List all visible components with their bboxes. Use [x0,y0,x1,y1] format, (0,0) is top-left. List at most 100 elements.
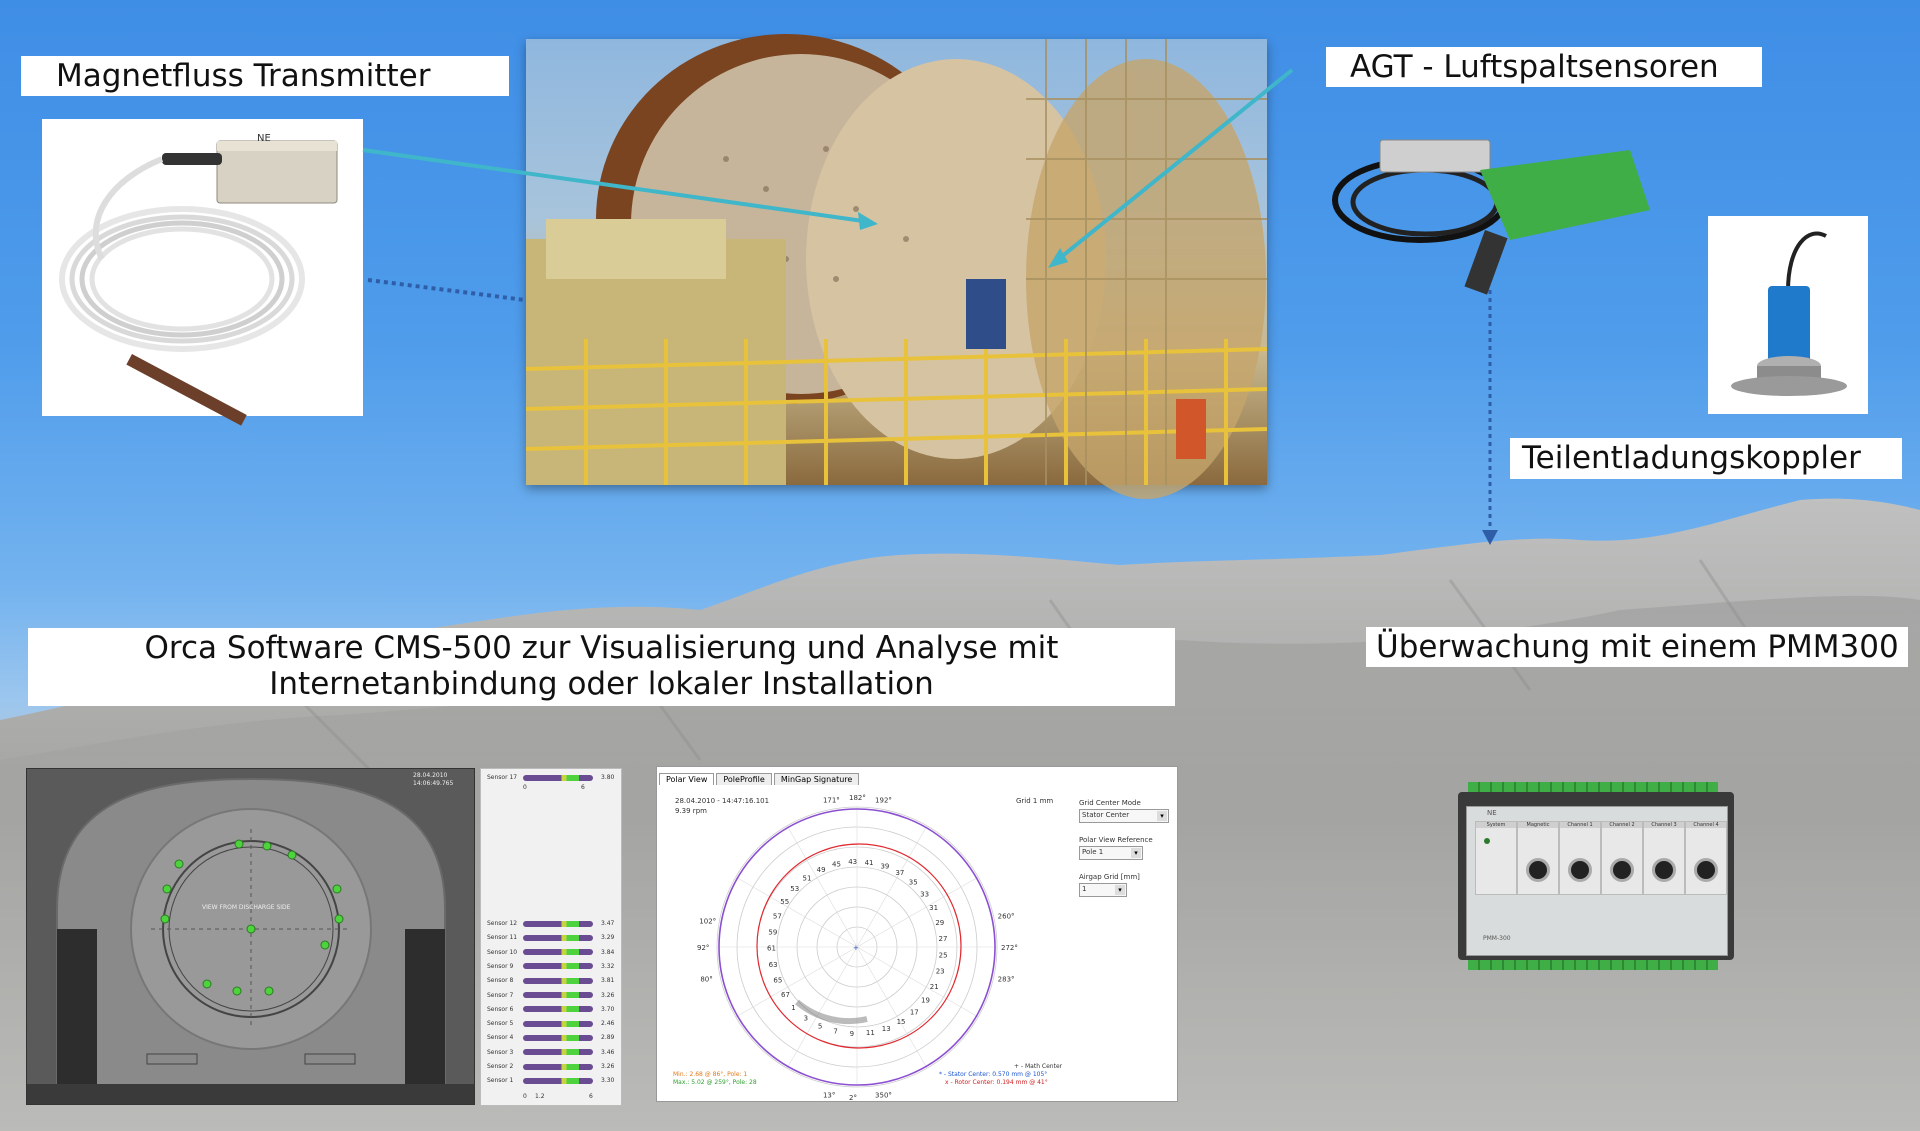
channel-label: Channel 2 [1602,822,1642,828]
sensor-value: 3.47 [601,920,615,927]
airgap-grid-label: Airgap Grid [mm] [1079,873,1140,881]
coupler-illustration [1731,231,1847,396]
polar-grid: Grid 1 mm [1016,797,1054,805]
bnc-connector-icon [1610,858,1634,882]
channel-label: Magnetic [1518,822,1558,828]
legend-math-center: + - Math Center [1014,1063,1063,1070]
grid-spoke [856,876,979,948]
polar-date: 28.04.2010 - 14:47:16.101 [675,797,770,805]
sensor-value: 3.26 [601,1063,615,1070]
sensor-bar [523,1006,593,1013]
grid-spoke [856,946,979,1018]
pole-number: 5 [818,1023,822,1031]
grid-center-mode-label: Grid Center Mode [1079,799,1141,807]
pole-number: 7 [833,1028,837,1036]
orca-line-1: Orca Software CMS-500 zur Visualisierung… [144,630,1059,666]
sensor-label: Sensor 7 [487,991,514,999]
chevron-down-icon: ▾ [1115,885,1125,895]
pole-number: 43 [848,858,857,866]
grid-center-mode-select[interactable]: Stator Center ▾ [1079,809,1169,823]
rotor-drawing [27,777,474,1104]
angle-label: 13° [823,1092,835,1100]
bottom-scale-1: 1.2 [535,1093,545,1100]
sensor-bar [523,920,593,927]
tab-pole-profile[interactable]: PoleProfile [716,773,772,785]
terminal-strip-top [1468,782,1718,792]
grinding-mill-photo [525,34,1268,499]
max-text: Max.: 5.02 @ 259°, Pole: 28 [673,1079,757,1086]
sensor-bar [523,992,593,998]
orca-software-label: Orca Software CMS-500 zur Visualisierung… [28,628,1175,706]
sensor-row: Sensor 5 2.46 [487,1019,614,1028]
channel-label: Channel 3 [1644,822,1684,828]
bnc-connector-icon [1694,858,1718,882]
pole-number: 23 [936,968,945,976]
pole-number: 35 [909,879,918,887]
grid-spoke [856,825,928,948]
sensor-label: Sensor 12 [487,920,518,927]
sensor-label: Sensor 6 [487,1005,514,1013]
sensor-bar [523,1020,593,1027]
grid-spoke [786,825,858,948]
chevron-down-icon: ▾ [1131,848,1141,858]
polar-ref-select[interactable]: Pole 1 ▾ [1079,846,1143,860]
pole-number: 49 [817,866,826,874]
angle-label: 272° [1001,944,1018,952]
legend-rotor-center: x - Rotor Center: 0.194 mm @ 41° [945,1079,1048,1086]
ueberwachung-pmm300-label: Überwachung mit einem PMM300 [1366,627,1908,667]
polar-ref-label: Polar View Reference [1079,836,1153,844]
sensor-value: 3.29 [601,934,615,942]
airgap-grid-select[interactable]: 1 ▾ [1079,883,1127,897]
pole-number: 67 [781,991,790,999]
grid-spoke [735,876,858,948]
teilentladungskoppler-label: Teilentladungskoppler [1510,438,1902,479]
teilentladungskoppler-photo [1708,216,1868,414]
angle-label: 350° [875,1092,892,1100]
rotor-view-panel: 28.04.2010 14:06:49.765 VIEW FROM DISCHA… [26,768,475,1105]
tab-polar-view[interactable]: Polar View [659,773,715,785]
sensor-scale-min: 0 [523,784,527,791]
rotor-time: 14:06:49.765 [413,780,454,787]
sensor-label: Sensor 11 [487,934,518,942]
airgap-grid-value: 1 [1082,885,1087,893]
pole-number: 15 [897,1018,906,1026]
sensor-bar [523,1063,593,1070]
pmm300-model: PMM-300 [1483,935,1511,942]
sensor-bar [523,949,593,956]
magnetfluss-transmitter-photo: NE [42,119,363,426]
sensor-label: Sensor 9 [487,962,514,970]
angle-label: 192° [875,796,892,804]
pole-number: 51 [803,874,812,882]
tab-mingap-signature[interactable]: MinGap Signature [773,773,860,785]
pole-number: 29 [935,919,944,927]
grid-center-mode-value: Stator Center [1082,811,1130,819]
legend-stator-center: * - Stator Center: 0.570 mm @ 105° [939,1071,1048,1078]
sensor-label: Sensor 5 [487,1020,514,1028]
sensor-label: Sensor 17 [487,774,518,781]
bnc-connector-icon [1652,858,1676,882]
magnetfluss-transmitter-label: Magnetfluss Transmitter [21,56,509,96]
polar-rpm: 9.39 rpm [675,807,707,815]
pole-number: 1 [791,1004,795,1012]
sensor-value: 3.46 [601,1048,615,1056]
pole-number: 21 [930,983,939,991]
sensor-17-row: Sensor 17 3.80 [487,773,614,782]
angle-label: 182° [849,794,866,802]
sensor-label: Sensor 10 [487,948,518,956]
min-gap-arc [795,999,868,1025]
pmm-channel: Magnetic [1517,821,1559,895]
sensor-value: 2.46 [601,1020,615,1028]
sensor-bar [523,1049,593,1056]
sensor-label: Sensor 2 [487,1063,514,1070]
center-marker: + [853,944,859,952]
status-led-icon [1484,838,1490,844]
mill-illustration [525,34,1268,499]
